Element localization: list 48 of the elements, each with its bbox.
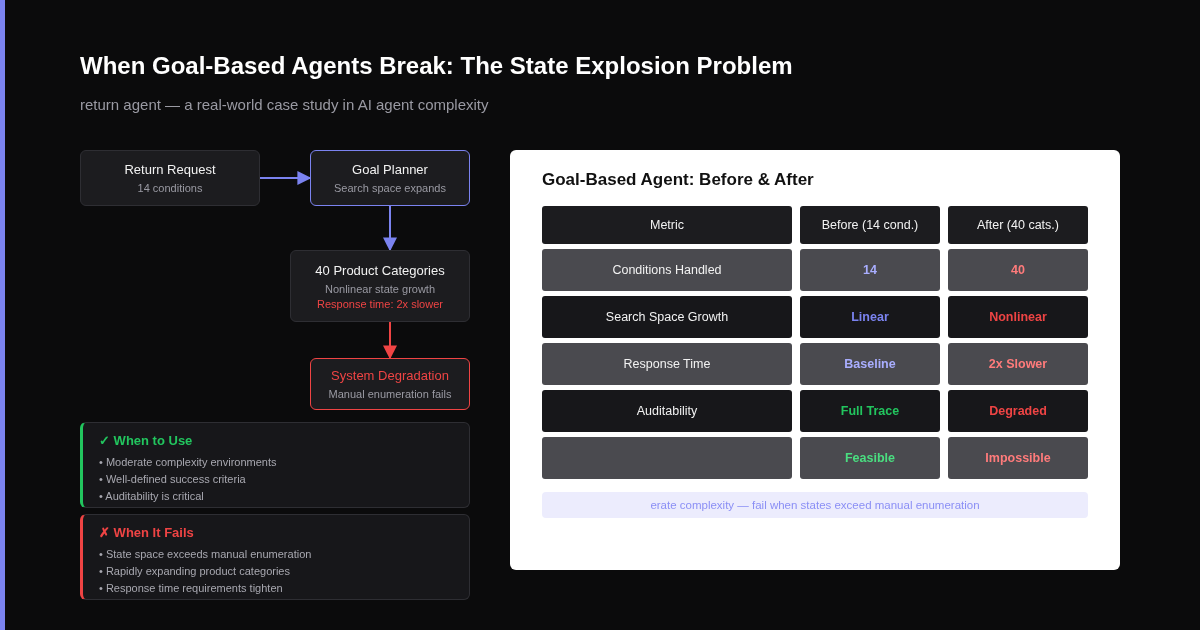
header-cell: Metric bbox=[542, 206, 792, 244]
box-subtitle: Nonlinear state growth bbox=[324, 282, 436, 295]
table-cell: Conditions Handled bbox=[542, 249, 792, 291]
arrow bbox=[383, 321, 397, 360]
process-box bbox=[290, 250, 470, 322]
process-box bbox=[80, 150, 260, 206]
card-heading: ✗ When It Fails bbox=[99, 525, 195, 540]
info-card bbox=[80, 422, 470, 508]
header-cell: Before (14 cond.) bbox=[800, 206, 940, 244]
table-cell: Degraded bbox=[948, 390, 1088, 432]
header-cell: After (40 cats.) bbox=[948, 206, 1088, 244]
info-card bbox=[80, 514, 470, 600]
table-cell: Baseline bbox=[800, 343, 940, 385]
table-cell: Full Trace bbox=[800, 390, 940, 432]
bullet-item: • Rapidly expanding product categories bbox=[99, 564, 291, 579]
bullet-item: • Auditability is critical bbox=[99, 489, 205, 504]
table-cell: 14 bbox=[800, 249, 940, 291]
bullet-item: • State space exceeds manual enumeration bbox=[99, 547, 313, 562]
box-title: Return Request bbox=[124, 162, 216, 177]
bullet-item: • Well-defined success criteria bbox=[99, 472, 247, 487]
page-title: When Goal-Based Agents Break: The State Explosion Problem bbox=[80, 52, 793, 80]
box-title: System Degradation bbox=[331, 368, 449, 383]
panel-heading: Goal-Based Agent: Before & After bbox=[542, 170, 814, 190]
table-cell: Auditability bbox=[542, 390, 792, 432]
table-cell: Feasible bbox=[800, 437, 940, 479]
table-cell: 40 bbox=[948, 249, 1088, 291]
bullet-item: • Moderate complexity environments bbox=[99, 455, 278, 470]
table-cell: 2x Slower bbox=[948, 343, 1088, 385]
arrow bbox=[383, 205, 397, 252]
page-subtitle: return agent — a real-world case study in AI agent complexity bbox=[80, 96, 489, 113]
box-subtitle: Response time: 2x slower bbox=[317, 297, 443, 310]
box-title: Goal Planner bbox=[352, 162, 428, 177]
box-subtitle: 14 conditions bbox=[137, 182, 203, 194]
footnote-banner: erate complexity — fail when states exceed manual enumeration bbox=[542, 492, 1088, 518]
process-box bbox=[310, 358, 470, 410]
box-subtitle: Manual enumeration fails bbox=[328, 388, 452, 400]
card-heading: ✓ When to Use bbox=[99, 433, 194, 448]
table-cell: Impossible bbox=[948, 437, 1088, 479]
box-subtitle: Search space expands bbox=[334, 182, 446, 194]
bullet-item: • Response time requirements tighten bbox=[99, 581, 284, 596]
table-cell: Search Space Growth bbox=[542, 296, 792, 338]
table-cell: Linear bbox=[800, 296, 940, 338]
box-title: 40 Product Categories bbox=[315, 262, 445, 278]
table-cell: Response Time bbox=[542, 343, 792, 385]
table-panel bbox=[510, 150, 1120, 570]
process-box bbox=[310, 150, 470, 206]
arrow bbox=[259, 171, 312, 185]
table-cell: Nonlinear bbox=[948, 296, 1088, 338]
